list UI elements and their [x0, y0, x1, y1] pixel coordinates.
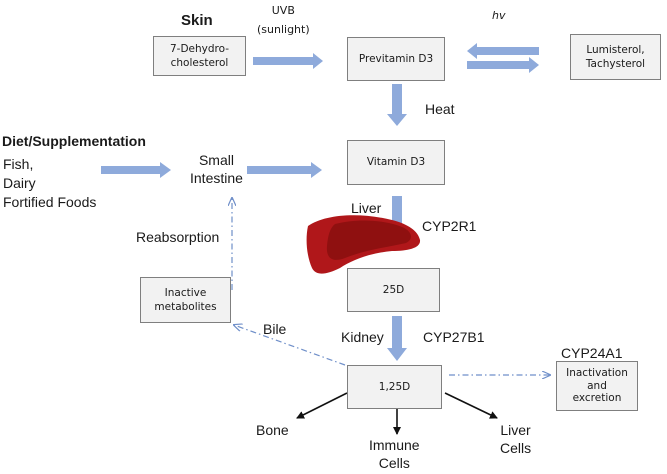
label-diet-items: Fish, Dairy Fortified Foods: [3, 156, 97, 210]
arrow-to-liver-cells: [444, 392, 498, 419]
box-lumisterol-label: Lumisterol, Tachysterol: [585, 43, 646, 70]
label-small-intestine: Small Intestine: [190, 152, 243, 187]
label-skin: Skin: [181, 12, 213, 29]
label-liver: Liver: [351, 200, 382, 216]
arrow-uvb-to-previtamin: [253, 53, 323, 69]
arrow-diet-to-intestine: [101, 162, 171, 178]
box-125d: 1,25D: [347, 365, 442, 409]
label-cyp27b1: CYP27B1: [423, 329, 485, 345]
dashed-bile: [234, 325, 346, 366]
label-immune-cells: Immune Cells: [369, 437, 420, 471]
arrow-25d-kidney-to-125d: [387, 316, 407, 361]
box-previtamin-d3: Previtamin D3: [347, 37, 445, 81]
arrow-heat-previtamin-to-vitamin-d3: [387, 84, 407, 126]
box-7-dehydrocholesterol-label: 7-Dehydro- cholesterol: [169, 42, 230, 69]
box-vitamin-d3-label: Vitamin D3: [366, 156, 426, 169]
label-liver-cells: Liver Cells: [500, 422, 532, 456]
label-heat: Heat: [425, 101, 455, 117]
box-vitamin-d3: Vitamin D3: [347, 140, 445, 185]
arrow-lumisterol-to-previtamin: [467, 43, 539, 59]
label-kidney: Kidney: [341, 329, 384, 345]
box-inactive-metabolites: Inactive metabolites: [140, 277, 231, 323]
label-bone: Bone: [256, 422, 289, 438]
liver-icon: [306, 215, 421, 274]
label-diet-supplementation: Diet/Supplementation: [2, 133, 146, 149]
box-lumisterol-tachysterol: Lumisterol, Tachysterol: [570, 34, 661, 80]
label-hv: hv: [492, 9, 506, 22]
box-125d-label: 1,25D: [378, 380, 411, 393]
arrow-to-bone: [296, 392, 348, 419]
box-7-dehydrocholesterol: 7-Dehydro- cholesterol: [153, 36, 246, 76]
label-reabsorption: Reabsorption: [136, 229, 220, 245]
box-25d: 25D: [347, 268, 440, 312]
box-inactivation-label: Inactivation and excretion: [566, 367, 628, 405]
arrow-intestine-to-vitamin-d3: [247, 162, 322, 178]
label-bile: Bile: [263, 321, 287, 337]
label-uvb-sunlight: UVB (sunlight): [257, 4, 310, 36]
label-cyp2r1: CYP2R1: [422, 218, 477, 234]
box-inactive-metabolites-label: Inactive metabolites: [154, 286, 217, 313]
label-cyp24a1: CYP24A1: [561, 345, 623, 361]
box-previtamin-d3-label: Previtamin D3: [358, 52, 434, 65]
box-inactivation-excretion: Inactivation and excretion: [556, 361, 638, 411]
box-25d-label: 25D: [382, 283, 405, 296]
arrow-previtamin-to-lumisterol: [467, 57, 539, 73]
